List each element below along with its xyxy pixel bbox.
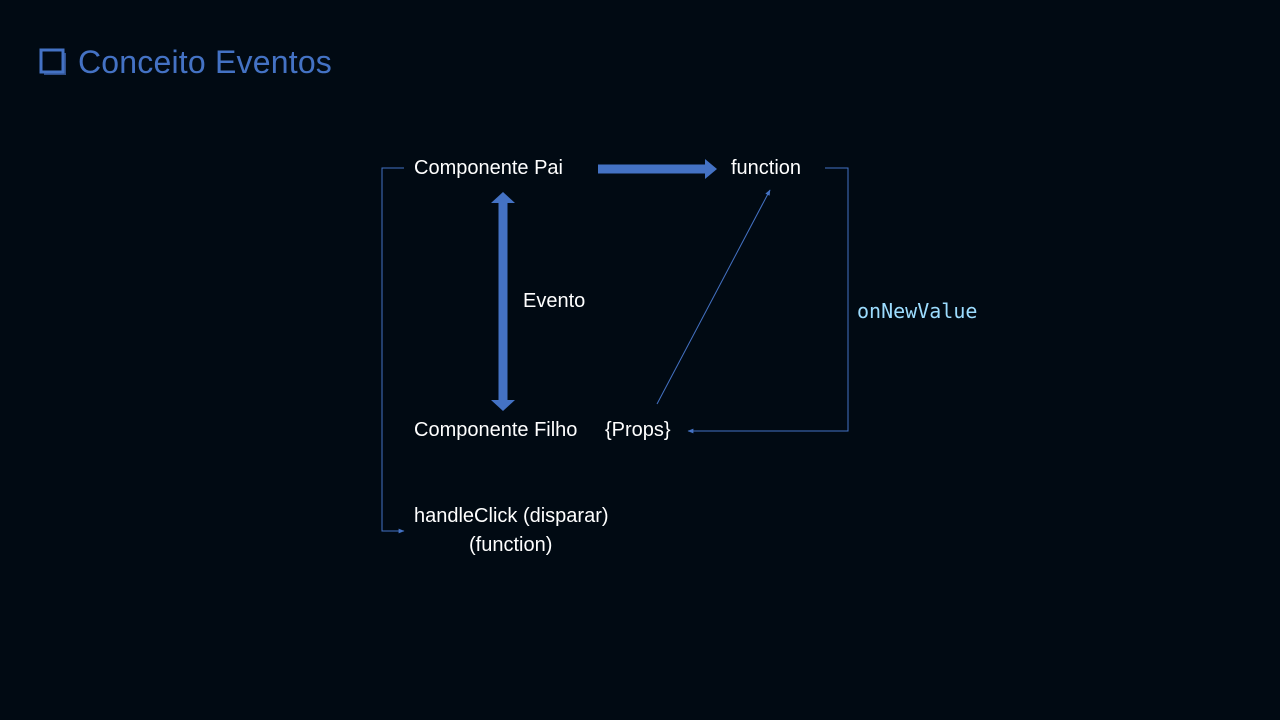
- handle-click-label: handleClick (disparar): [414, 505, 609, 527]
- parent-component-label: Componente Pai: [414, 157, 563, 179]
- function-to-props-bracket: [687, 167, 849, 434]
- on-new-value-label: onNewValue: [857, 299, 978, 323]
- slide-title: Conceito Eventos: [78, 43, 333, 80]
- parent-to-handler-bracket: [381, 167, 405, 534]
- title-row: Conceito Eventos: [38, 40, 332, 84]
- parent-to-function-arrow: [598, 159, 717, 179]
- child-component-label: Componente Filho: [414, 419, 578, 441]
- props-to-function-line: [656, 189, 771, 405]
- function-label: function: [731, 157, 802, 179]
- checkbox-bullet-icon: [39, 48, 66, 75]
- event-double-arrow: [491, 192, 515, 411]
- props-label: {Props}: [605, 419, 671, 441]
- handle-click-function-label: (function): [469, 534, 553, 556]
- event-label: Evento: [523, 290, 586, 312]
